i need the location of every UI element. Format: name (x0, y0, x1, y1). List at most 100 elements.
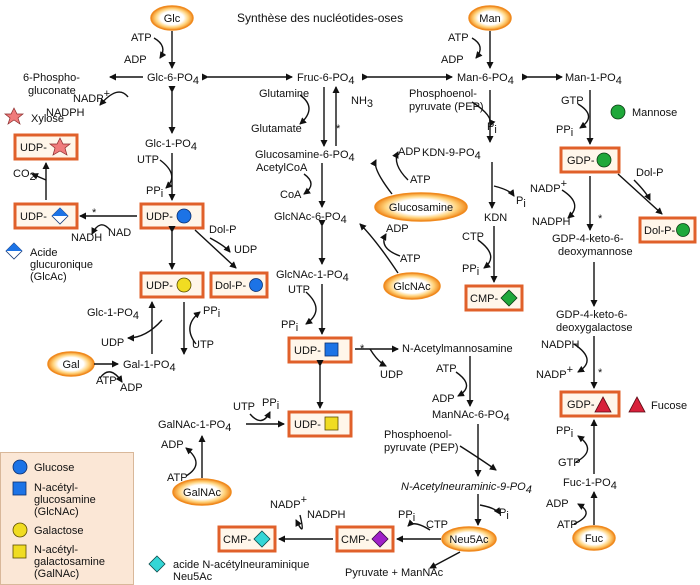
svg-text:AcetylCoA: AcetylCoA (256, 162, 308, 174)
neu5ac-diamond-icon (371, 530, 389, 548)
box-dolp-man: Dol-P- (638, 216, 697, 244)
xylose-star-icon (4, 107, 24, 125)
svg-text:Fuc: Fuc (585, 533, 604, 545)
box-udp-xylose: UDP- (13, 133, 79, 161)
box-cmp-neu5ac-right: CMP- (335, 525, 395, 553)
svg-text:Man-1-PO4: Man-1-PO4 (565, 72, 622, 87)
svg-text:ADP: ADP (432, 393, 455, 405)
fucose-triangle-icon (628, 396, 646, 413)
svg-text:NADPH: NADPH (541, 339, 580, 351)
svg-text:NADP+: NADP+ (270, 494, 307, 511)
svg-text:ADP: ADP (386, 223, 409, 235)
svg-text:glucosamine: glucosamine (34, 494, 96, 506)
glcnac-square-icon (324, 342, 339, 357)
sugar-neu5ac: Neu5Ac (441, 526, 497, 552)
legend-panel (0, 452, 134, 585)
glucose-circle-icon (176, 208, 192, 224)
svg-text:Pi: Pi (516, 195, 526, 210)
svg-text:GlcNAc-6-PO4: GlcNAc-6-PO4 (274, 211, 347, 226)
svg-text:Fucose: Fucose (651, 400, 687, 412)
svg-text:(GlcAc): (GlcAc) (30, 271, 67, 283)
svg-text:ATP: ATP (96, 375, 117, 387)
svg-text:Glc-1-PO4: Glc-1-PO4 (145, 138, 197, 153)
svg-text:Dol-P: Dol-P (636, 167, 664, 179)
svg-text:acide N-acétylneuraminique: acide N-acétylneuraminique (173, 559, 309, 571)
svg-text:ATP: ATP (557, 519, 578, 531)
galnac-square-icon (324, 416, 339, 431)
enzyme-star-icon: * (336, 123, 341, 135)
svg-text:N-acétyl-: N-acétyl- (34, 544, 78, 556)
svg-text:UTP: UTP (137, 154, 159, 166)
legend-items: Glucose N-acétyl- glucosamine (GlcNAc) G… (12, 459, 105, 580)
enzyme-star-icon: * (598, 367, 603, 379)
svg-text:GlcNAc-1-PO4: GlcNAc-1-PO4 (276, 269, 349, 284)
enzyme-star-icon: * (92, 207, 97, 219)
svg-text:ATP: ATP (410, 174, 431, 186)
svg-text:NH3: NH3 (351, 95, 373, 110)
svg-text:UTP: UTP (192, 339, 214, 351)
svg-text:(GalNAc): (GalNAc) (34, 568, 79, 580)
svg-text:Glc-1-PO4: Glc-1-PO4 (87, 307, 139, 322)
svg-text:ADP: ADP (120, 382, 143, 394)
svg-text:Glc: Glc (164, 13, 181, 25)
svg-text:Glucose: Glucose (34, 462, 74, 474)
neu5ac-diamond-icon (253, 530, 271, 548)
xylose-star-icon (49, 137, 71, 156)
box-udp-gal: UDP- (139, 271, 205, 299)
svg-text:UDP-: UDP- (20, 142, 47, 154)
svg-text:N-acétyl-: N-acétyl- (34, 482, 78, 494)
svg-text:Neu5Ac: Neu5Ac (173, 571, 213, 583)
svg-text:N-Acetylmannosamine: N-Acetylmannosamine (402, 343, 513, 355)
svg-text:GDP-: GDP- (567, 155, 595, 167)
svg-text:Acide: Acide (30, 247, 58, 259)
sugar-glucosamine: Glucosamine (374, 192, 468, 222)
svg-text:NADPH: NADPH (46, 107, 85, 119)
svg-text:UDP-: UDP- (146, 211, 173, 223)
svg-text:ATP: ATP (167, 472, 188, 484)
glucose-circle-icon (249, 278, 263, 292)
neu5ac-diamond-icon (148, 555, 166, 573)
svg-text:Man: Man (479, 13, 500, 25)
svg-text:NADP+: NADP+ (73, 88, 110, 105)
svg-text:CMP-: CMP- (223, 534, 251, 546)
cofactor-labels: ATP ADP ATP ADP NADP+ NADPH UTP PPi CO2 … (13, 32, 664, 531)
fucose-triangle-icon (594, 396, 612, 413)
galactose-circle-icon (176, 277, 192, 293)
svg-text:Pi: Pi (499, 507, 509, 522)
pathway-arrows (31, 31, 663, 569)
svg-text:pyruvate (PEP): pyruvate (PEP) (384, 442, 459, 454)
svg-text:Xylose: Xylose (31, 113, 64, 125)
galactose-circle-icon (12, 522, 28, 538)
mannose-circle-icon (596, 152, 612, 168)
svg-text:UDP-: UDP- (294, 345, 321, 357)
box-dolp-glc: Dol-P- (209, 271, 269, 299)
box-udp-glcac: UDP- (13, 202, 79, 230)
svg-text:(GlcNAc): (GlcNAc) (34, 506, 79, 518)
box-udp-glc: UDP- (139, 202, 205, 230)
svg-text:Dol-P: Dol-P (209, 224, 237, 236)
svg-text:PPi: PPi (398, 509, 415, 524)
svg-text:UDP-: UDP- (146, 280, 173, 292)
svg-text:deoxygalactose: deoxygalactose (556, 322, 632, 334)
glcnac-square-icon (12, 481, 27, 496)
svg-text:Gal-1-PO4: Gal-1-PO4 (123, 359, 176, 374)
svg-text:UTP: UTP (288, 284, 310, 296)
svg-text:GDP-: GDP- (567, 399, 595, 411)
svg-text:PPi: PPi (262, 397, 279, 412)
svg-text:Gal: Gal (62, 359, 79, 371)
svg-text:PPi: PPi (281, 319, 298, 334)
svg-text:ATP: ATP (400, 253, 421, 265)
box-udp-glcnac: UDP- (287, 336, 353, 364)
sugar-glc: Glc (150, 5, 194, 31)
svg-text:UDP-: UDP- (294, 419, 321, 431)
svg-text:ADP: ADP (161, 439, 184, 451)
kdn-diamond-icon (500, 289, 518, 307)
svg-text:PPi: PPi (556, 124, 573, 139)
svg-text:N-Acetylneuraminic-9-PO4: N-Acetylneuraminic-9-PO4 (401, 481, 532, 496)
mannose-circle-icon (676, 223, 690, 237)
svg-text:GDP-4-keto-6-: GDP-4-keto-6- (552, 233, 624, 245)
svg-text:Pyruvate + ManNAc: Pyruvate + ManNAc (345, 567, 444, 579)
svg-text:ManNAc-6-PO4: ManNAc-6-PO4 (432, 409, 510, 424)
svg-text:Mannose: Mannose (632, 107, 677, 119)
